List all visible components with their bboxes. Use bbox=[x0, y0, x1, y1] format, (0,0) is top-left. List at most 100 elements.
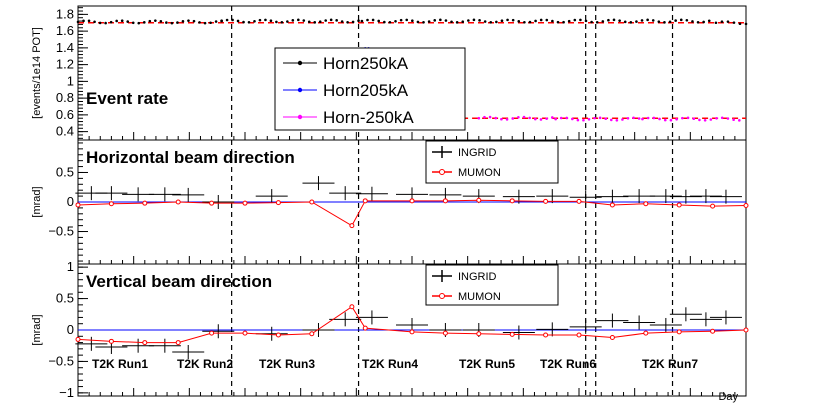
data-point-horn250ka bbox=[528, 20, 532, 24]
data-point-horn250ka bbox=[357, 19, 360, 23]
data-point-mumon bbox=[543, 198, 549, 204]
data-point-horn-250ka bbox=[738, 119, 741, 122]
data-point-horn-250ka bbox=[539, 118, 543, 121]
data-point-mumon bbox=[509, 331, 515, 337]
data-point-mumon bbox=[209, 200, 215, 206]
data-point-horn250ka bbox=[214, 20, 218, 23]
y-tick-label: 0 bbox=[67, 194, 74, 209]
data-point-horn250ka bbox=[176, 21, 179, 24]
data-point-horn250ka bbox=[635, 20, 638, 23]
data-point-horn-250ka bbox=[593, 116, 596, 120]
data-point-horn-250ka bbox=[669, 118, 673, 122]
data-point-mumon bbox=[409, 198, 415, 204]
data-point-horn250ka bbox=[126, 20, 130, 23]
data-point-horn-250ka bbox=[598, 116, 602, 120]
data-point-horn250ka bbox=[584, 19, 588, 23]
data-point-horn250ka bbox=[744, 22, 748, 26]
data-point-horn250ka bbox=[346, 21, 349, 24]
legend-label: Horn-250kA bbox=[323, 108, 414, 127]
data-point-horn250ka bbox=[590, 20, 593, 24]
data-point-horn-250ka bbox=[517, 115, 520, 119]
run-label: T2K Run6 bbox=[540, 357, 596, 371]
data-point-horn250ka bbox=[329, 18, 333, 22]
data-point-horn250ka bbox=[623, 20, 627, 24]
data-point-horn250ka bbox=[506, 18, 509, 22]
data-point-horn250ka bbox=[702, 20, 705, 24]
data-point-horn250ka bbox=[573, 18, 577, 22]
data-point-mumon bbox=[643, 201, 649, 207]
data-point-mumon bbox=[349, 223, 355, 229]
data-point-horn-250ka bbox=[559, 116, 563, 120]
data-point-horn250ka bbox=[377, 19, 381, 23]
data-point-mumon bbox=[743, 327, 749, 333]
data-point-horn250ka bbox=[131, 21, 135, 25]
panel-title: Vertical beam direction bbox=[86, 272, 272, 291]
y-tick-label: 1.6 bbox=[56, 23, 74, 38]
data-point-mumon bbox=[175, 340, 181, 346]
data-point-horn250ka bbox=[399, 18, 403, 22]
data-point-horn250ka bbox=[335, 19, 338, 22]
y-tick-label: 0.8 bbox=[56, 90, 74, 105]
data-point-horn250ka bbox=[523, 20, 526, 24]
data-point-horn250ka bbox=[720, 20, 724, 23]
data-point-horn250ka bbox=[562, 20, 565, 24]
data-point-horn-250ka bbox=[732, 118, 735, 122]
data-point-horn250ka bbox=[242, 20, 245, 24]
data-point-horn-250ka bbox=[703, 118, 707, 122]
data-point-horn-250ka bbox=[505, 118, 509, 121]
data-point-mumon bbox=[309, 331, 315, 337]
data-point-horn250ka bbox=[154, 19, 157, 22]
data-point-horn250ka bbox=[618, 19, 621, 22]
y-axis-title: [mrad] bbox=[31, 186, 43, 217]
legend-label: MUMON bbox=[458, 167, 501, 179]
data-point-horn250ka bbox=[366, 18, 369, 22]
data-point-mumon bbox=[710, 203, 716, 209]
legend-marker bbox=[297, 60, 303, 66]
data-point-mumon bbox=[108, 201, 114, 207]
data-point-horn250ka bbox=[318, 20, 322, 24]
data-point-horn250ka bbox=[467, 19, 470, 22]
data-point-horn250ka bbox=[444, 19, 448, 22]
y-tick-label: 0 bbox=[67, 322, 74, 337]
data-point-horn250ka bbox=[307, 20, 311, 24]
data-point-horn-250ka bbox=[626, 117, 630, 120]
data-point-horn250ka bbox=[181, 20, 185, 23]
data-point-horn250ka bbox=[109, 20, 113, 24]
data-point-mumon bbox=[676, 202, 682, 208]
legend-label: Horn250kA bbox=[323, 54, 409, 73]
data-point-horn-250ka bbox=[720, 116, 724, 120]
data-point-mumon bbox=[242, 200, 248, 206]
y-axis-title: [events/1e14 POT] bbox=[31, 27, 43, 119]
data-point-horn250ka bbox=[340, 20, 344, 23]
data-point-mumon bbox=[275, 332, 281, 338]
data-point-horn250ka bbox=[82, 19, 85, 23]
data-point-horn250ka bbox=[104, 21, 107, 25]
data-point-horn250ka bbox=[394, 20, 397, 23]
data-point-horn-250ka bbox=[582, 118, 585, 122]
data-point-horn250ka bbox=[539, 18, 543, 22]
data-point-horn-250ka bbox=[494, 116, 498, 120]
data-point-horn-250ka bbox=[522, 115, 526, 119]
data-point-horn250ka bbox=[225, 18, 229, 22]
data-point-horn-250ka bbox=[709, 118, 713, 121]
data-point-horn250ka bbox=[726, 20, 730, 23]
y-tick-label: 0.4 bbox=[56, 124, 74, 139]
data-point-horn250ka bbox=[148, 19, 152, 23]
data-point-horn-250ka bbox=[637, 117, 641, 120]
data-point-horn-250ka bbox=[658, 117, 661, 121]
data-point-horn250ka bbox=[696, 20, 700, 24]
run-label: T2K Run7 bbox=[642, 357, 698, 371]
data-point-horn250ka bbox=[556, 20, 560, 24]
data-point-horn-250ka bbox=[587, 117, 591, 121]
data-point-horn250ka bbox=[657, 20, 661, 23]
data-point-mumon bbox=[643, 330, 649, 336]
data-point-horn250ka bbox=[236, 19, 240, 23]
y-axis-title: [mrad] bbox=[31, 314, 43, 345]
panel-title: Event rate bbox=[86, 89, 168, 108]
data-point-horn-250ka bbox=[550, 116, 554, 119]
data-point-horn250ka bbox=[198, 21, 201, 24]
y-tick-label: −0.5 bbox=[48, 224, 74, 239]
data-point-horn250ka bbox=[461, 20, 465, 24]
